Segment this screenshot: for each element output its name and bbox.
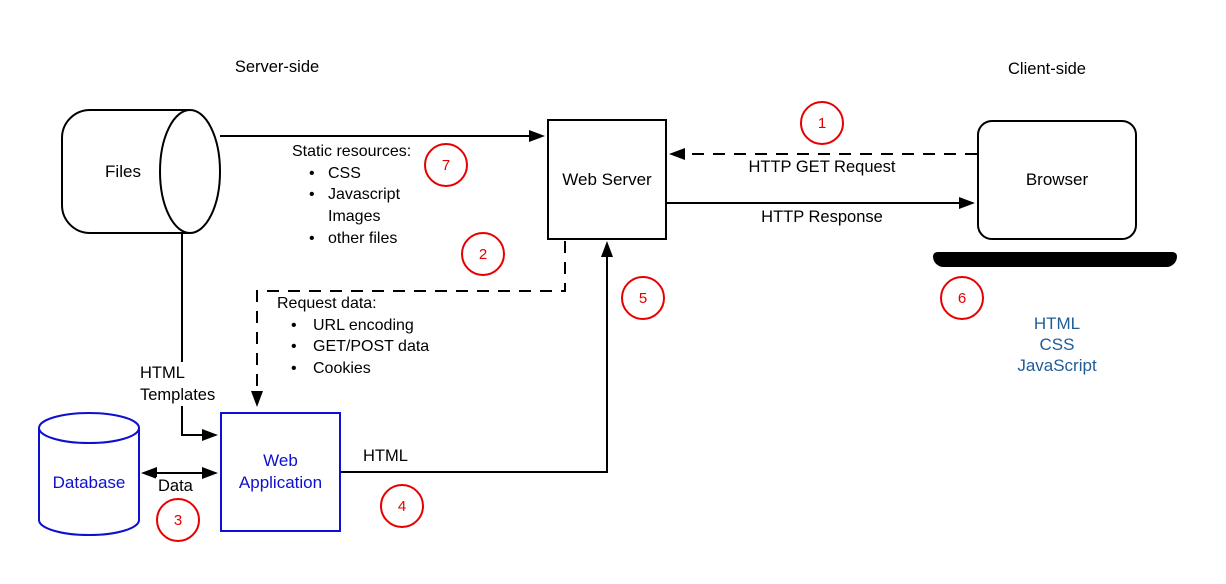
files-label: Files [105, 162, 141, 181]
files-cylinder [61, 109, 221, 234]
data-label: Data [156, 477, 195, 496]
list-item: Javascript [292, 184, 411, 206]
client-stack-line: JavaScript [1017, 356, 1097, 375]
web-application-label: Web Application [238, 451, 323, 492]
database-label: Database [52, 473, 126, 492]
web-server-label: Web Server [562, 169, 652, 189]
step-circle-3: 3 [156, 498, 200, 542]
step-number: 2 [478, 245, 488, 263]
step-number: 4 [397, 497, 407, 515]
client-stack-line: CSS [1039, 335, 1075, 354]
list-item: Images [328, 208, 381, 226]
request-data-list: URL encoding GET/POST data Cookies [277, 315, 429, 380]
edge-files-to-webserver [220, 130, 545, 142]
step-circle-5: 5 [621, 276, 665, 320]
step-circle-4: 4 [380, 484, 424, 528]
step-circle-7: 7 [424, 143, 468, 187]
request-data-title: Request data: [277, 295, 377, 312]
database-cylinder [38, 412, 140, 536]
edge-webserver-to-browser [667, 197, 975, 209]
step-circle-2: 2 [461, 232, 505, 276]
list-item: URL encoding [277, 315, 429, 337]
static-resources-title: Static resources: [292, 143, 412, 160]
edge-files-to-webapp [181, 233, 218, 441]
laptop-base [933, 252, 1177, 267]
request-data-block: Request data: URL encoding GET/POST data… [277, 293, 429, 380]
server-side-label: Server-side [234, 58, 320, 76]
html-edge-label: HTML [363, 447, 408, 465]
edge-webserver-to-webapp [251, 241, 566, 407]
list-item: CSS [292, 163, 411, 185]
edge-database-webapp [141, 467, 218, 479]
client-stack-block: HTML CSS JavaScript [977, 313, 1137, 376]
list-item: GET/POST data [277, 336, 429, 358]
step-number: 5 [638, 289, 648, 307]
browser-node: Browser [977, 120, 1137, 240]
html-templates-label: HTML Templates [138, 362, 218, 406]
static-resources-list: CSS Javascript Images other files [292, 163, 411, 250]
edge-webapp-to-webserver [341, 241, 613, 473]
step-circle-1: 1 [800, 101, 844, 145]
step-number: 6 [957, 289, 967, 307]
step-number: 7 [441, 156, 451, 174]
static-resources-block: Static resources: CSS Javascript Images … [292, 141, 411, 250]
client-stack-line: HTML [1033, 314, 1081, 333]
client-side-label: Client-side [1008, 60, 1086, 78]
http-response-label: HTTP Response [761, 208, 883, 226]
list-item: other files [292, 228, 411, 250]
web-server-node: Web Server [547, 119, 667, 240]
web-application-node: Web Application [220, 412, 341, 532]
step-number: 3 [173, 511, 183, 529]
browser-label: Browser [1025, 170, 1089, 189]
list-item: Cookies [277, 358, 429, 380]
edge-browser-to-webserver [669, 148, 977, 160]
http-get-request-label: HTTP GET Request [748, 158, 896, 176]
step-number: 1 [817, 114, 827, 132]
step-circle-6: 6 [940, 276, 984, 320]
